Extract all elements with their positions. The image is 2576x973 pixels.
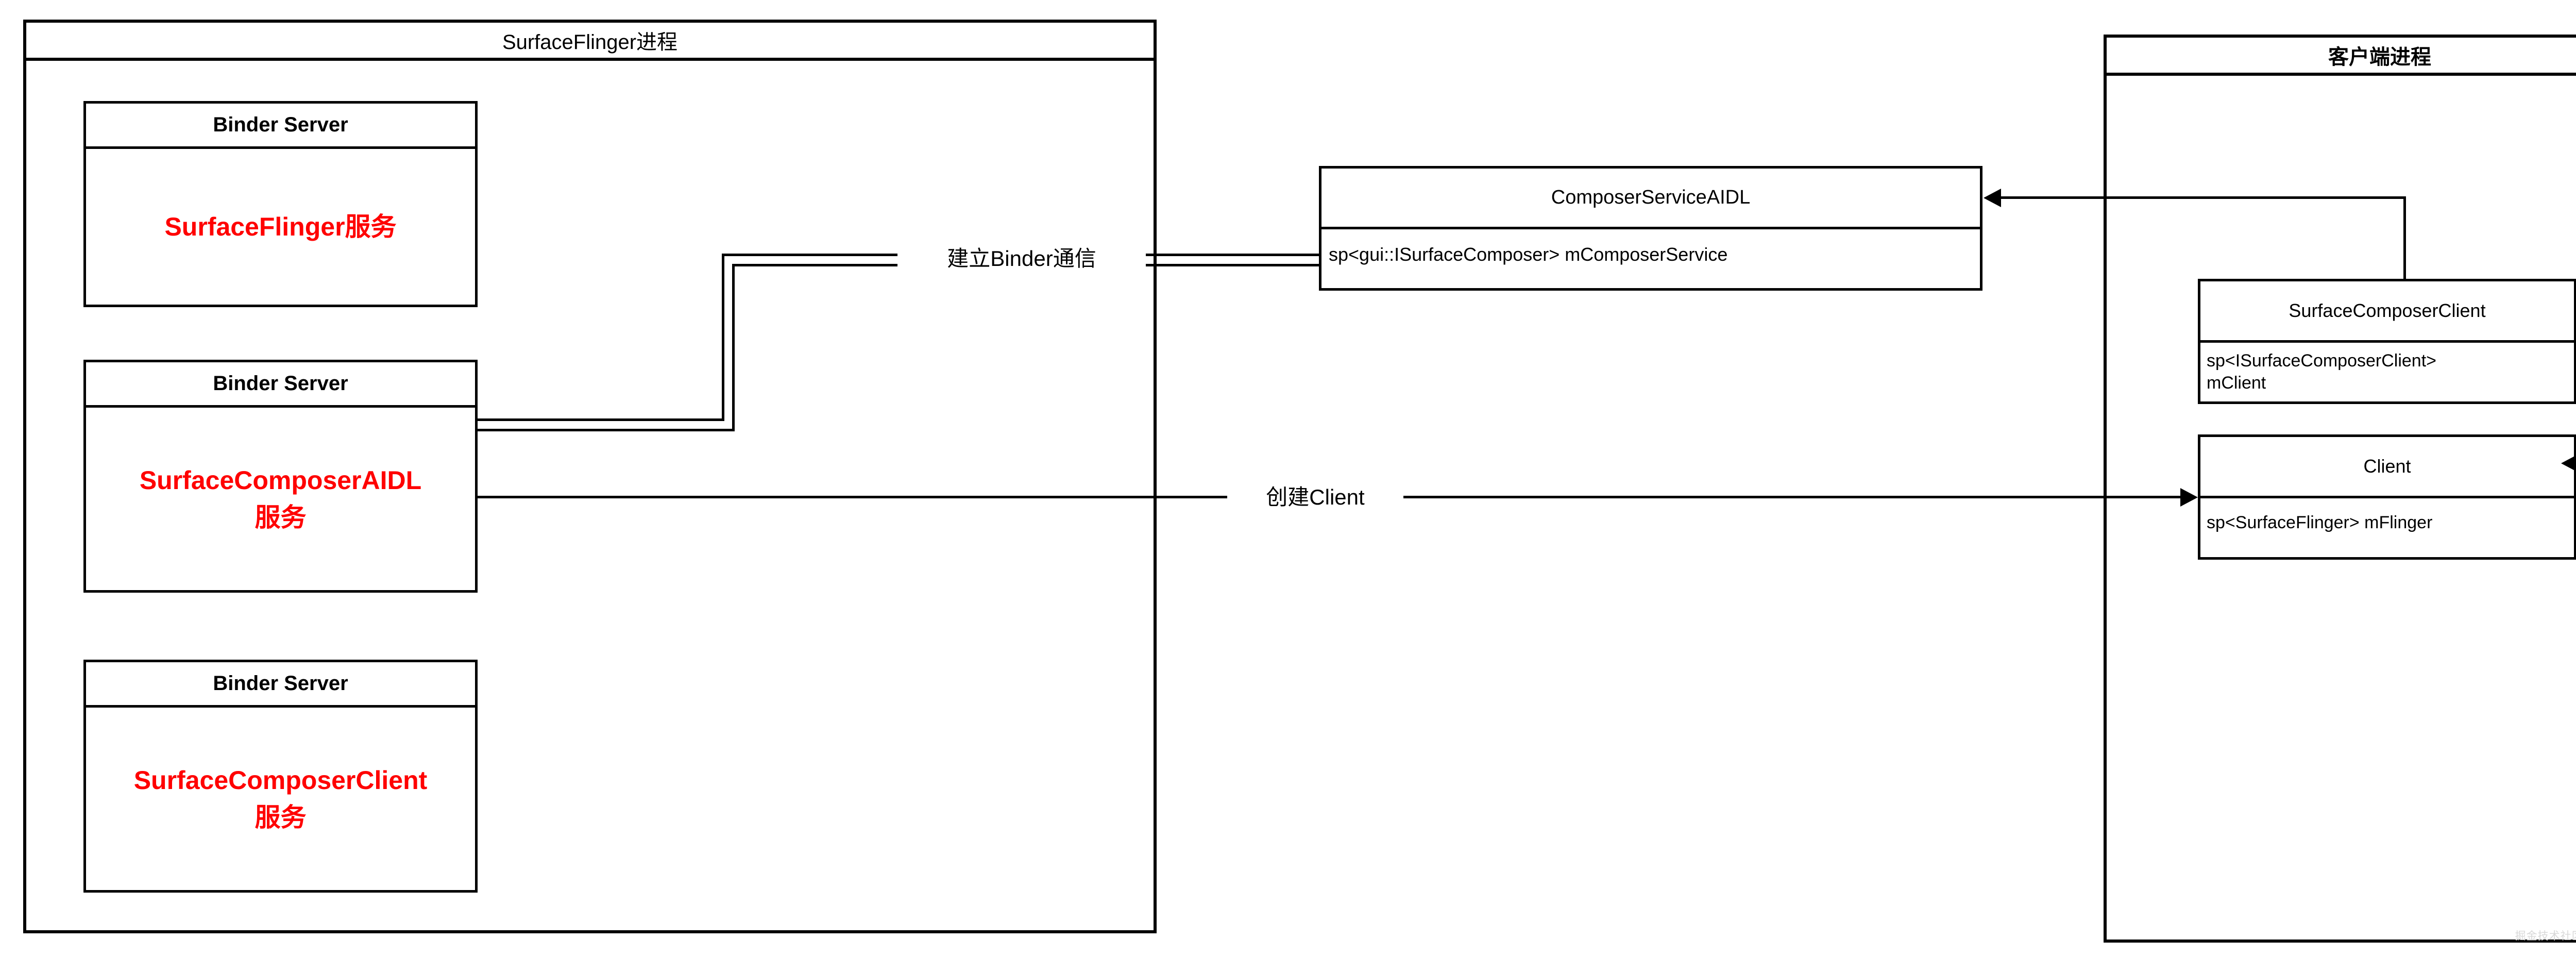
client-attributes: sp<SurfaceFlinger> mFlinger xyxy=(2200,498,2574,557)
binder-server-surfacecomposerclient[interactable]: Binder Server SurfaceComposerClient 服务 xyxy=(83,660,478,893)
service-label-surfacecomposerclient: SurfaceComposerClient 服务 xyxy=(133,765,428,832)
binder-server-surfacecomposeraidl-header-text: Binder Server xyxy=(213,372,348,395)
surfaceflinger-process-title-text: SurfaceFlinger进程 xyxy=(502,31,678,54)
client-process-divider xyxy=(2107,73,2576,76)
composerserviceaidl-title-text: ComposerServiceAIDL xyxy=(1551,187,1751,208)
binder-server-surfacecomposerclient-body: SurfaceComposerClient 服务 xyxy=(86,708,475,890)
client-attribute-text: sp<SurfaceFlinger> mFlinger xyxy=(2207,513,2433,532)
edge-label-create-client-text: 创建Client xyxy=(1266,485,1365,509)
surfacecomposerclient-attributes: sp<ISurfaceComposerClient> mClient xyxy=(2200,343,2574,401)
composerserviceaidl-attributes: sp<gui::ISurfaceComposer> mComposerServi… xyxy=(1321,229,1980,288)
binder-server-surfacecomposeraidl-header: Binder Server xyxy=(86,362,475,408)
scc-to-client-top-h xyxy=(2574,371,2576,373)
surfacecomposerclient-title-text: SurfaceComposerClient xyxy=(2289,300,2486,321)
scc-to-csa-horizontal xyxy=(2001,196,2405,199)
binder-edge-riser-left xyxy=(722,254,724,421)
service-label-surfaceflinger: SurfaceFlinger服务 xyxy=(164,212,397,241)
client-process-title: 客户端进程 xyxy=(2107,38,2576,73)
binder-edge-riser-right xyxy=(732,264,735,431)
surfaceflinger-process-divider xyxy=(26,58,1154,61)
binder-server-surfacecomposerclient-header-text: Binder Server xyxy=(213,672,348,695)
scc-to-csa-riser xyxy=(2403,196,2406,280)
binder-server-surfaceflinger-header-text: Binder Server xyxy=(213,113,348,136)
binder-server-surfacecomposerclient-header: Binder Server xyxy=(86,662,475,708)
edge-label-establish-binder-text: 建立Binder通信 xyxy=(947,246,1096,271)
composerserviceaidl-attribute-text: sp<gui::ISurfaceComposer> mComposerServi… xyxy=(1329,244,1728,265)
binder-server-surfacecomposeraidl-body: SurfaceComposerAIDL 服务 xyxy=(86,408,475,590)
surfacecomposerclient-title: SurfaceComposerClient xyxy=(2200,281,2574,343)
edge-label-establish-binder: 建立Binder通信 xyxy=(897,240,1146,277)
scc-to-csa-arrowhead xyxy=(1984,189,2001,207)
service-label-surfacecomposeraidl: SurfaceComposerAIDL 服务 xyxy=(139,465,422,532)
surfacecomposerclient-attribute-text: sp<ISurfaceComposerClient> mClient xyxy=(2207,351,2437,393)
binder-server-surfaceflinger-header: Binder Server xyxy=(86,104,475,149)
class-box-client[interactable]: Client sp<SurfaceFlinger> mFlinger xyxy=(2198,434,2576,560)
binder-server-surfaceflinger[interactable]: Binder Server SurfaceFlinger服务 xyxy=(83,101,478,307)
watermark-text: 掘金技术社区 @ FerdinandHu xyxy=(2515,930,2576,942)
scc-to-client-arrowhead xyxy=(2561,454,2576,473)
client-process-title-text: 客户端进程 xyxy=(2328,46,2431,69)
watermark: 掘金技术社区 @ FerdinandHu xyxy=(2515,928,2576,943)
binder-edge-lower-h2 xyxy=(475,429,735,431)
surfaceflinger-process-title: SurfaceFlinger进程 xyxy=(26,23,1154,58)
class-box-composerserviceaidl[interactable]: ComposerServiceAIDL sp<gui::ISurfaceComp… xyxy=(1319,166,1982,291)
binder-server-surfacecomposeraidl[interactable]: Binder Server SurfaceComposerAIDL 服务 xyxy=(83,360,478,593)
edge-label-create-client: 创建Client xyxy=(1227,482,1403,513)
class-box-surfacecomposerclient[interactable]: SurfaceComposerClient sp<ISurfaceCompose… xyxy=(2198,279,2576,404)
composerserviceaidl-title: ComposerServiceAIDL xyxy=(1321,169,1980,229)
binder-server-surfaceflinger-body: SurfaceFlinger服务 xyxy=(86,149,475,305)
create-client-arrowhead xyxy=(2180,488,2198,507)
binder-edge-lower-h1 xyxy=(475,418,724,421)
client-title: Client xyxy=(2200,437,2574,498)
client-title-text: Client xyxy=(2363,456,2411,477)
